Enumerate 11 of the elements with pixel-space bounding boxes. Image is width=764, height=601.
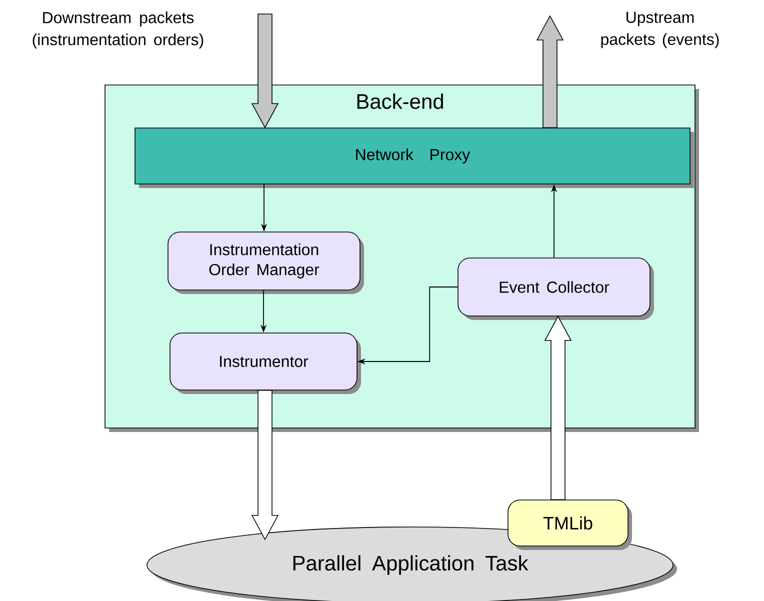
process-box: Instrumentor — [170, 332, 361, 394]
block-arrow — [536, 15, 564, 128]
caption-text: Downstream packets (instrumentation orders) — [32, 12, 204, 48]
block-arrow — [251, 14, 279, 128]
library-box: TMLib — [508, 500, 632, 550]
block-arrow — [251, 390, 279, 540]
process-box: Instrumentation Order Manager — [168, 232, 364, 294]
process-box: Event Collector — [458, 258, 654, 320]
caption-text: Upstream packets (events) — [601, 12, 719, 48]
block-arrow — [544, 316, 572, 500]
proxy-bar: Network Proxy — [134, 128, 694, 188]
